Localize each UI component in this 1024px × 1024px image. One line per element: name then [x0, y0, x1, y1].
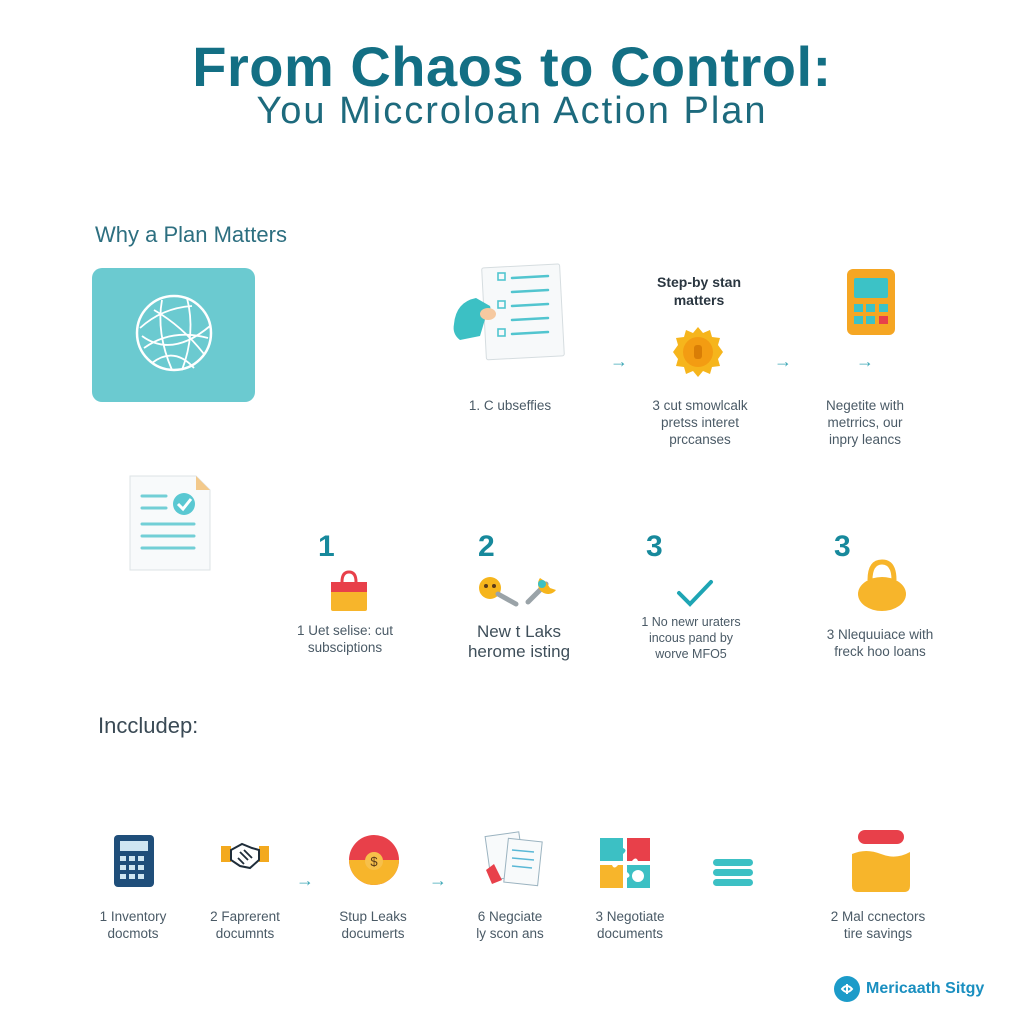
include-label-4: 6 Negciate ly scon ans [476, 909, 544, 941]
step-caption-4: 3 Nlequuiace with freck hoo loans [826, 627, 934, 659]
puzzle-icon [598, 836, 652, 895]
section-heading-include: Inccludep: [98, 713, 199, 738]
document-check-icon [128, 474, 212, 577]
handshake-icon [220, 834, 270, 881]
include-label-7: 2 Mal ccnectors tire savings [830, 909, 926, 941]
why-caption-2: 3 cut smowlcalk pretss interet prccanses [652, 398, 748, 447]
why-caption-1: 1. C ubseffies [468, 398, 552, 413]
tools-icon [476, 574, 562, 615]
padlock-icon [856, 558, 908, 617]
step-by-step-title: Step-by stan matters [656, 274, 741, 308]
network-globe-icon [135, 294, 213, 372]
include-label-1: 1 Inventory docmots [99, 909, 167, 941]
brand-name: Mericaath Sitgy [866, 980, 985, 997]
jar-icon [850, 828, 912, 899]
svg-text:$: $ [370, 854, 378, 869]
step-number-2: 2 [478, 530, 495, 563]
calculator-device-icon [846, 268, 896, 341]
step-caption-2: New t Laks herome isting [467, 622, 571, 661]
step-caption-1: 1 Uet selise: cut subsciptions [296, 623, 394, 655]
include-label-5: 3 Negotiate documents [595, 909, 665, 941]
step-number-3: 3 [646, 530, 663, 563]
brand-badge-icon [834, 976, 860, 1002]
coin-stack-icon [712, 858, 754, 893]
hero-illustration [92, 268, 255, 402]
arrow-icon: → [610, 351, 628, 371]
step-caption-3: 1 No newr uraters incous pand by worve M… [641, 615, 741, 661]
step-number-1: 1 [318, 530, 335, 563]
brand-logo: Mericaath Sitgy [834, 975, 984, 1003]
gold-coin-icon [672, 326, 724, 383]
arrow-icon: → [429, 870, 447, 890]
checkmark-icon [676, 578, 714, 613]
shopping-bag-icon [330, 570, 368, 617]
page-title: From Chaos to Control: [192, 35, 832, 98]
include-label-2: 2 Faprerent documnts [210, 909, 280, 941]
arrow-icon: → [296, 870, 314, 890]
page-subtitle: You Miccroloan Action Plan [256, 90, 768, 132]
arrow-icon: → [856, 351, 874, 371]
calculator-icon [113, 834, 155, 893]
checklist-hand-icon [450, 262, 570, 367]
arrow-icon: → [774, 351, 792, 371]
documents-icon [482, 830, 544, 893]
target-icon: $ [348, 834, 400, 891]
why-caption-3: Negetite with metrrics, our inpry leancs [825, 398, 905, 447]
section-heading-why: Why a Plan Matters [95, 222, 287, 247]
step-number-4: 3 [834, 530, 851, 563]
include-label-3: Stup Leaks documerts [339, 909, 407, 941]
